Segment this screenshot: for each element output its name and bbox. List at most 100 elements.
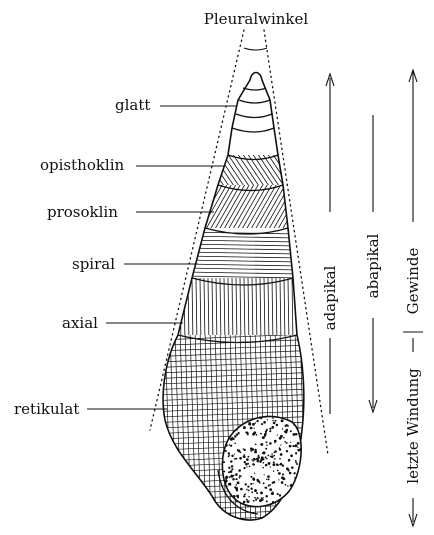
aperture-stipple-dot xyxy=(261,498,264,501)
opisthocline-rib xyxy=(295,150,325,195)
aperture-stipple-dot xyxy=(273,452,274,453)
aperture-stipple-dot xyxy=(231,465,233,467)
aperture-stipple-dot xyxy=(263,467,265,469)
aperture-stipple-dot xyxy=(235,487,238,490)
aperture-stipple-dot xyxy=(290,430,292,432)
aperture-stipple-dot xyxy=(281,481,284,484)
aperture-stipple-dot xyxy=(255,422,256,424)
aperture-stipple-dot xyxy=(239,449,241,451)
aperture-stipple-dot xyxy=(260,443,263,446)
aperture-stipple-dot xyxy=(270,484,272,486)
aperture-stipple-dot xyxy=(285,497,287,499)
aperture-stipple-dot xyxy=(247,433,249,435)
aperture-stipple-dot xyxy=(252,461,253,462)
aperture-stipple-dot xyxy=(272,482,274,484)
aperture-stipple-dot xyxy=(256,420,258,422)
aperture-stipple-dot xyxy=(295,460,297,462)
aperture-stipple-dot xyxy=(262,462,264,464)
aperture-stipple-dot xyxy=(262,436,265,439)
opisthocline-rib xyxy=(290,150,320,195)
aperture-stipple-dot xyxy=(234,454,235,455)
prosocline-rib xyxy=(301,180,333,236)
aperture-stipple-dot xyxy=(279,494,281,496)
aperture-stipple-dot xyxy=(245,483,247,485)
aperture-stipple-dot xyxy=(295,452,297,454)
aperture-stipple-dot xyxy=(256,434,258,436)
aperture-stipple-dot xyxy=(282,428,283,429)
aperture-stipple-dot xyxy=(301,468,303,470)
aperture-stipple-dot xyxy=(246,466,247,467)
aperture-stipple-dot xyxy=(269,442,272,445)
aperture-stipple-dot xyxy=(286,442,288,444)
aperture-stipple-dot xyxy=(250,483,252,485)
aperture-stipple-dot xyxy=(272,417,273,418)
prosocline-rib xyxy=(306,180,338,236)
prosocline-rib xyxy=(297,180,329,236)
aperture-stipple-dot xyxy=(277,464,279,466)
aperture-stipple-dot xyxy=(291,493,293,495)
aperture-stipple-dot xyxy=(251,459,252,460)
aperture-stipple-dot xyxy=(266,441,268,443)
aperture-stipple-dot xyxy=(277,493,279,495)
aperture-stipple-dot xyxy=(257,459,259,461)
aperture-stipple-dot xyxy=(267,419,268,420)
aperture-stipple-dot xyxy=(248,489,250,491)
aperture-stipple-dot xyxy=(303,450,306,453)
aperture-stipple-dot xyxy=(302,489,304,491)
aperture-stipple-dot xyxy=(279,464,280,465)
aperture-stipple-dot xyxy=(279,458,281,460)
prosocline-rib xyxy=(148,180,180,236)
aperture-stipple-dot xyxy=(266,429,268,431)
aperture-stipple-dot xyxy=(269,488,272,491)
aperture-stipple-dot xyxy=(251,491,253,493)
aperture-stipple-dot xyxy=(223,471,225,473)
aperture-stipple-dot xyxy=(267,455,269,457)
aperture-stipple-dot xyxy=(285,505,287,507)
aperture-stipple-dot xyxy=(265,456,267,458)
aperture-stipple-dot xyxy=(230,445,232,447)
aperture-stipple-dot xyxy=(230,461,232,463)
aperture-stipple-dot xyxy=(236,458,238,460)
opisthocline-rib xyxy=(310,150,340,195)
aperture-stipple-dot xyxy=(294,510,296,512)
aperture-stipple-dot xyxy=(249,465,251,467)
aperture-stipple-dot xyxy=(268,485,270,487)
aperture-stipple-dot xyxy=(286,450,288,452)
opisthocline-rib xyxy=(300,150,330,195)
aperture-stipple-dot xyxy=(289,445,292,448)
aperture-stipple-dot xyxy=(266,478,267,479)
aperture-stipple-dot xyxy=(238,483,239,484)
aperture-stipple-dot xyxy=(239,475,241,477)
aperture-stipple-dot xyxy=(285,512,288,515)
aperture-stipple-dot xyxy=(264,474,265,475)
aperture-stipple-dot xyxy=(228,483,231,486)
aperture-stipple-dot xyxy=(287,469,289,471)
aperture-stipple-dot xyxy=(261,423,263,425)
aperture-stipple-dot xyxy=(282,465,284,467)
aperture-stipple-dot xyxy=(281,419,284,422)
aperture-stipple-dot xyxy=(253,428,254,429)
prosocline-rib xyxy=(292,180,324,236)
aperture-stipple-dot xyxy=(234,458,236,460)
aperture-stipple-dot xyxy=(247,456,249,458)
aperture-stipple-dot xyxy=(303,484,305,486)
aperture-stipple-dot xyxy=(270,466,271,467)
aperture-stipple-dot xyxy=(287,425,289,427)
prosocline-rib xyxy=(153,180,185,236)
aperture-stipple-dot xyxy=(284,441,286,443)
aperture-stipple-dot xyxy=(250,476,252,478)
aperture-stipple-dot xyxy=(274,440,277,443)
aperture-stipple-dot xyxy=(300,477,302,479)
aperture-stipple-dot xyxy=(243,455,246,458)
aperture-stipple-dot xyxy=(255,499,257,501)
aperture-stipple-dot xyxy=(263,482,265,484)
aperture-stipple-dot xyxy=(297,479,299,481)
spiral-label: spiral xyxy=(72,255,115,273)
aperture-stipple-dot xyxy=(265,487,267,489)
aperture-stipple-dot xyxy=(253,431,256,434)
aperture-stipple-dot xyxy=(281,420,282,421)
aperture-stipple-dot xyxy=(238,469,241,472)
spire-label: Gewinde xyxy=(404,248,422,315)
aperture-stipple-dot xyxy=(252,483,253,484)
